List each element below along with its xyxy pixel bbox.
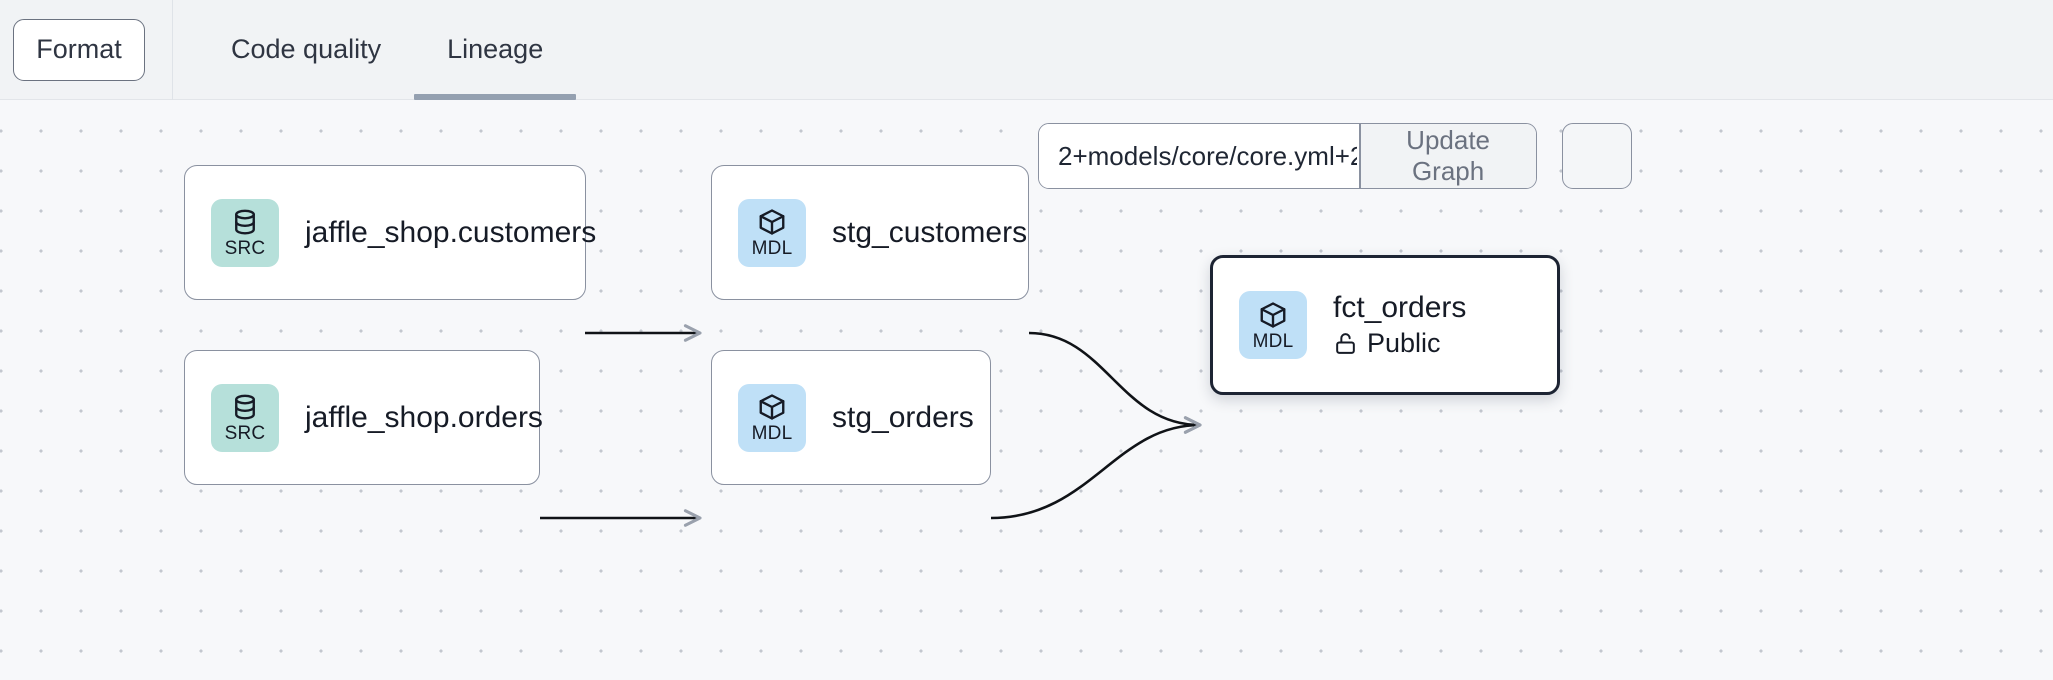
- lineage-node-src-customers[interactable]: SRC jaffle_shop.customers: [184, 165, 596, 300]
- mdl-badge-label: MDL: [751, 423, 793, 444]
- lineage-node-fct-orders[interactable]: MDL fct_orders Public: [1210, 255, 1560, 395]
- node-title: stg_customers: [832, 215, 1028, 249]
- node-body: stg_customers: [832, 216, 1027, 250]
- node-body: jaffle_shop.customers: [305, 216, 596, 250]
- graph-selector-input[interactable]: [1039, 124, 1359, 188]
- format-button[interactable]: Format: [13, 18, 145, 81]
- node-title: jaffle_shop.customers: [305, 215, 597, 249]
- tab-lineage[interactable]: Lineage: [414, 0, 577, 100]
- node-body: fct_orders Public: [1333, 291, 1466, 358]
- lineage-canvas[interactable]: Update Graph SRC jaffle_shop.customers M…: [0, 100, 2053, 680]
- tab-lineage-label: Lineage: [447, 34, 544, 64]
- lineage-node-stg-orders[interactable]: MDL stg_orders: [711, 350, 991, 485]
- mdl-badge: MDL: [738, 383, 806, 452]
- database-icon: [235, 394, 255, 420]
- node-body: stg_orders: [832, 401, 974, 435]
- src-badge-label: SRC: [224, 423, 266, 444]
- node-body: jaffle_shop.orders: [305, 401, 543, 435]
- mdl-badge: MDL: [1239, 291, 1307, 359]
- node-title: jaffle_shop.orders: [305, 400, 543, 434]
- src-badge: SRC: [211, 198, 279, 267]
- mdl-badge-label: MDL: [751, 238, 793, 259]
- tab-code-quality-label: Code quality: [231, 34, 382, 64]
- update-graph-button[interactable]: Update Graph: [1360, 124, 1536, 188]
- cube-icon: [1260, 301, 1286, 328]
- lineage-node-src-orders[interactable]: SRC jaffle_shop.orders: [184, 350, 543, 485]
- node-title: fct_orders: [1333, 291, 1467, 325]
- src-badge: SRC: [211, 383, 279, 452]
- edge-stg-orders-to-fct-orders: [990, 416, 1202, 520]
- cube-icon: [759, 209, 785, 235]
- graph-side-control[interactable]: [1562, 123, 1632, 189]
- tab-bar: Code quality Lineage: [173, 0, 577, 100]
- node-title: stg_orders: [832, 400, 974, 434]
- node-access-badge: Public: [1333, 327, 1466, 359]
- cube-icon: [759, 394, 785, 420]
- node-access-label: Public: [1367, 327, 1441, 358]
- database-icon: [235, 209, 255, 235]
- unlock-icon: [1336, 333, 1355, 355]
- graph-selector-control: Update Graph: [1038, 123, 1537, 189]
- mdl-badge: MDL: [738, 198, 806, 267]
- toolbar-header: Format Code quality Lineage: [0, 0, 2053, 100]
- control-separator: [1359, 124, 1361, 188]
- header-divider: [172, 0, 173, 100]
- tab-active-underline: [414, 93, 577, 100]
- mdl-badge-label: MDL: [1252, 330, 1294, 352]
- tab-code-quality[interactable]: Code quality: [231, 0, 381, 100]
- edge-stg-customers-to-fct-orders: [1028, 331, 1202, 434]
- src-badge-label: SRC: [224, 238, 266, 259]
- lineage-node-stg-customers[interactable]: MDL stg_customers: [711, 165, 1029, 300]
